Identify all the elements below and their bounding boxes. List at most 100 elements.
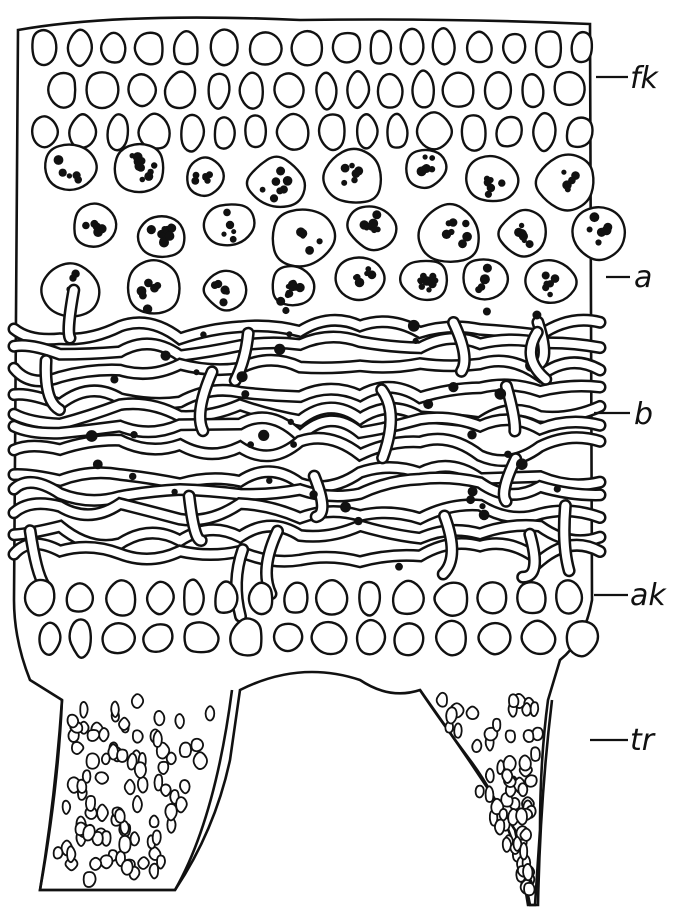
- rhizine-cell: [153, 731, 161, 747]
- algal-grain: [317, 238, 323, 244]
- algal-grain: [602, 225, 612, 235]
- algal-grain: [270, 194, 278, 202]
- rhizine-cell: [516, 808, 527, 824]
- label-fk: fk: [630, 61, 660, 96]
- cortex-cell: [417, 112, 452, 149]
- rhizine-cell: [531, 747, 540, 761]
- rhizine-cell: [83, 825, 95, 840]
- lower-cortex-cell: [215, 582, 237, 613]
- lower-cortex-cell: [522, 621, 556, 654]
- algal-grain: [498, 179, 505, 186]
- lower-cortex-cell: [184, 580, 204, 615]
- cortex-cell: [250, 32, 282, 64]
- medulla-grain: [258, 430, 269, 441]
- medulla-grain: [467, 430, 476, 439]
- lower-cortex-cells: [25, 580, 598, 658]
- medulla-grain: [143, 304, 152, 313]
- rhizine-cell: [495, 820, 504, 835]
- algal-grain: [520, 231, 527, 238]
- medulla-grain: [93, 460, 103, 470]
- algal-grain: [351, 177, 357, 183]
- rhizine-cell: [523, 864, 532, 880]
- medulla-grain: [247, 441, 254, 448]
- algal-grain: [478, 283, 486, 291]
- algal-grain: [219, 298, 227, 306]
- rhizine-cell: [180, 743, 191, 757]
- algal-grain: [429, 166, 435, 172]
- algal-grain: [221, 232, 226, 237]
- rhizine-cell: [467, 707, 479, 720]
- rhizine-cell: [63, 801, 71, 814]
- rhizine-cell: [486, 786, 494, 802]
- lower-cortex-cell: [357, 620, 385, 654]
- rhizine-cell: [86, 796, 95, 811]
- algal-grain: [283, 176, 293, 186]
- algal-grain: [135, 162, 144, 171]
- cortex-cell: [48, 73, 75, 108]
- algal-grain: [226, 221, 234, 229]
- lower-cortex-cell: [434, 583, 467, 616]
- lower-cortex-cell: [143, 624, 172, 651]
- rhizine-cell: [95, 772, 108, 784]
- medulla-grain: [282, 307, 289, 314]
- algal-grain: [483, 264, 492, 273]
- algal-grain: [260, 187, 266, 193]
- rhizine-cell: [191, 739, 203, 751]
- medulla-grain: [130, 431, 137, 438]
- rhizine-cell: [176, 797, 187, 812]
- medulla-grain: [504, 451, 511, 458]
- cortex-cell: [572, 32, 592, 62]
- algal-layer-cells: [41, 144, 625, 316]
- cortex-cell: [135, 33, 163, 65]
- algal-grain: [272, 177, 281, 186]
- medulla-grain: [532, 311, 541, 320]
- algal-grain: [224, 289, 230, 295]
- cortex-cell: [319, 114, 344, 150]
- medulla-grain: [479, 510, 490, 521]
- cortex-cell: [462, 115, 486, 150]
- medulla-grain: [483, 308, 491, 316]
- cortex-cell: [347, 71, 369, 108]
- rhizine-cell: [519, 755, 530, 770]
- algal-grain: [590, 212, 600, 222]
- rhizine-right: [420, 690, 552, 905]
- medulla-grain: [408, 320, 420, 332]
- lower-cortex-cell: [394, 623, 423, 655]
- cortex-cell: [32, 30, 56, 65]
- rhizine-cell: [119, 836, 130, 853]
- lower-cortex-cell: [556, 580, 582, 613]
- rhizine-cell: [502, 769, 512, 783]
- algal-grain: [286, 284, 291, 289]
- algal-grain: [73, 171, 81, 179]
- rhizine-cell: [499, 809, 507, 820]
- algal-grain: [165, 231, 175, 241]
- algal-grain: [211, 281, 219, 289]
- label-a: a: [634, 260, 652, 295]
- algal-grain: [276, 167, 285, 176]
- cortex-cell: [128, 74, 155, 106]
- medulla-grain: [340, 502, 351, 513]
- lower-cortex-cell: [274, 624, 302, 651]
- rhizine-cell: [87, 753, 100, 768]
- algal-grain: [458, 239, 467, 248]
- rhizine-cell: [138, 857, 149, 869]
- cortex-cell: [567, 118, 593, 147]
- cortex-cell: [211, 30, 238, 66]
- medulla-grain: [276, 297, 285, 306]
- algal-grain: [485, 191, 492, 198]
- rhizine-cell: [158, 762, 168, 774]
- cortex-cell: [87, 72, 119, 108]
- algal-grain: [368, 219, 378, 229]
- medulla-grain: [423, 399, 433, 409]
- lower-cortex-cell: [249, 583, 272, 614]
- medulla-grain: [495, 388, 507, 400]
- rhizine-cell: [133, 730, 143, 742]
- algal-grain: [54, 155, 64, 165]
- cortex-cell: [503, 34, 525, 63]
- hypha-fill: [564, 506, 569, 571]
- lower-cortex-cell: [147, 582, 174, 614]
- label-tr: tr: [630, 723, 656, 758]
- algal-grain: [144, 172, 153, 181]
- lower-cortex-cell: [185, 622, 219, 652]
- algal-grain: [151, 162, 157, 168]
